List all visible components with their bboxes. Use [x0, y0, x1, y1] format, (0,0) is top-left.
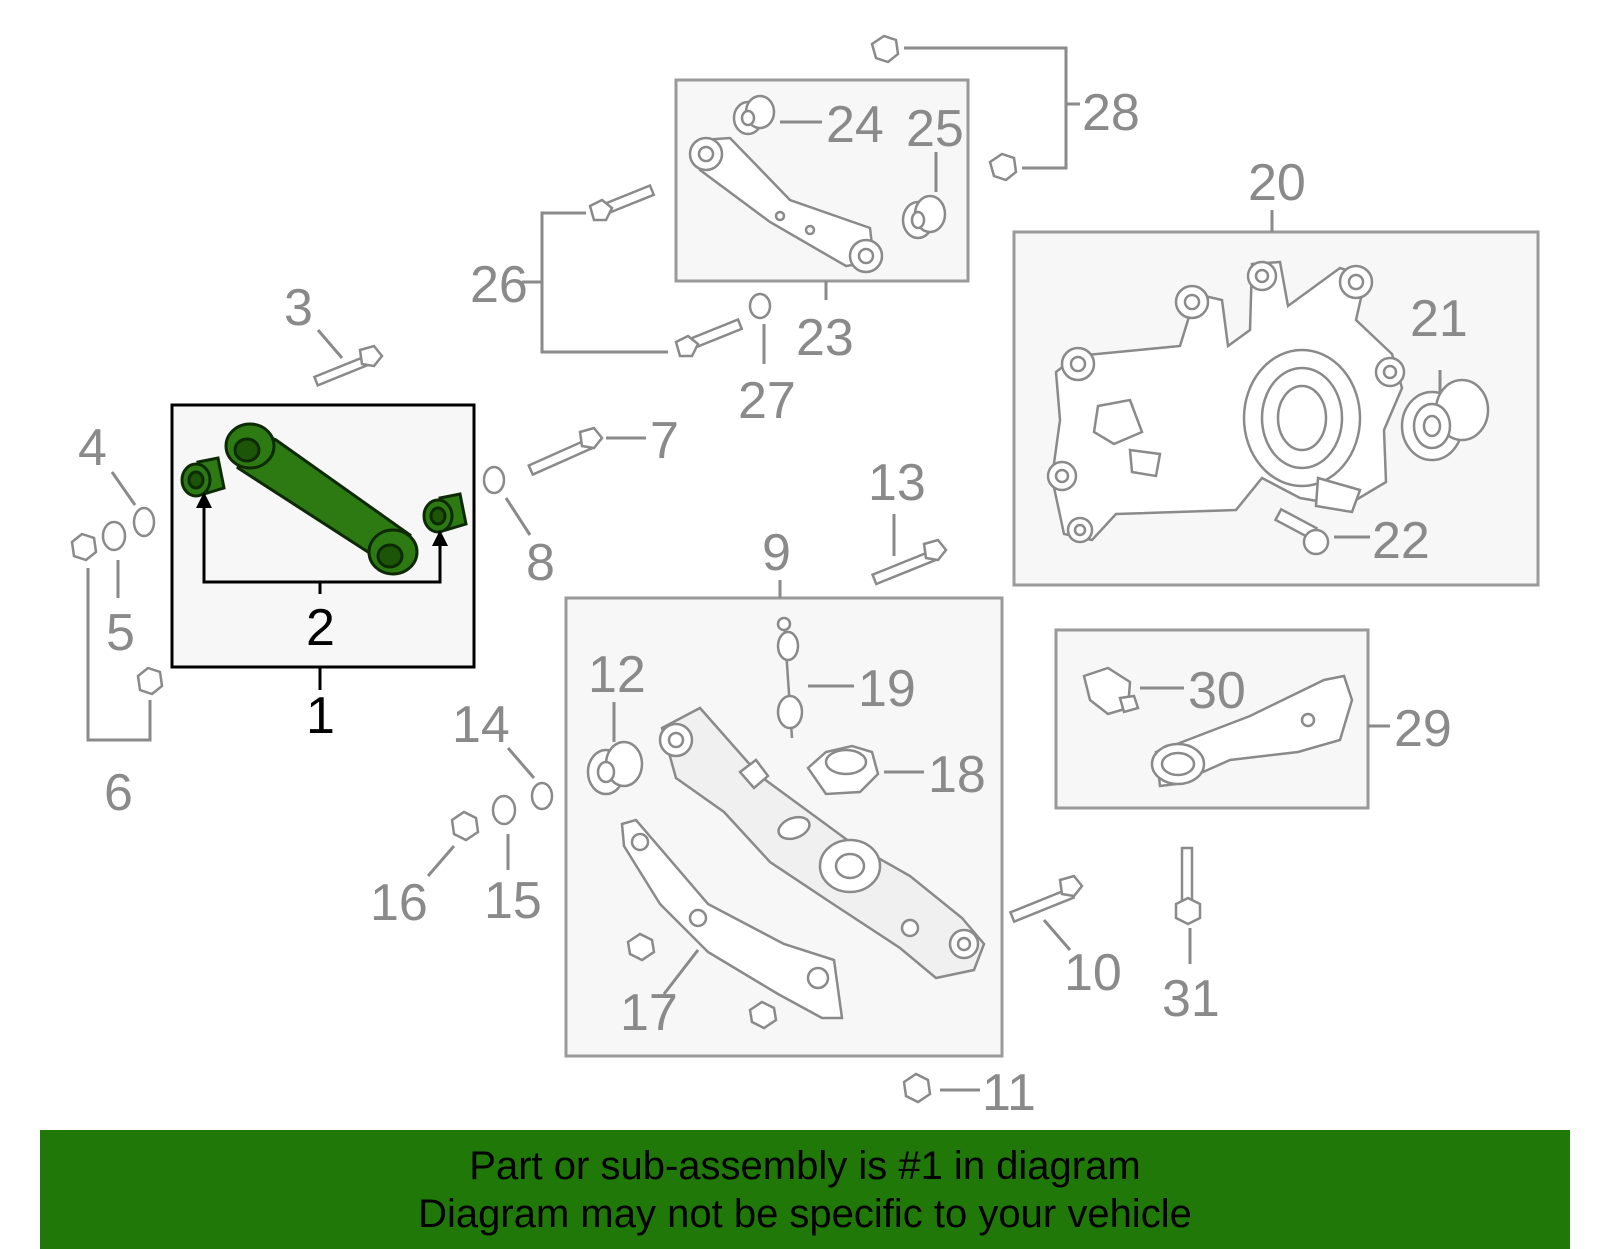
trailing-arm[interactable] — [1150, 674, 1354, 788]
callout-18: 18 — [928, 746, 986, 804]
bolt-3[interactable] — [312, 344, 384, 387]
arrowhead-2-right — [432, 530, 448, 546]
callout-5: 5 — [106, 604, 135, 662]
callout-15: 15 — [484, 872, 542, 930]
nut-28b[interactable] — [988, 152, 1018, 182]
nut-28a[interactable] — [870, 34, 900, 64]
brace-17[interactable] — [620, 818, 844, 1020]
callout-8: 8 — [526, 534, 555, 592]
nut-11[interactable] — [902, 1072, 932, 1104]
bolt-17a[interactable] — [626, 932, 656, 962]
lateral-link-arm[interactable] — [224, 422, 419, 576]
washer-27[interactable] — [748, 292, 772, 320]
callout-7: 7 — [650, 412, 679, 470]
callout-30: 30 — [1188, 662, 1246, 720]
callout-19: 19 — [858, 660, 916, 718]
leader-2-bracket — [202, 500, 442, 584]
nut-16[interactable] — [450, 810, 480, 842]
washer-8[interactable] — [482, 465, 506, 495]
leader-10 — [1042, 919, 1072, 951]
bushing-12[interactable] — [586, 740, 644, 796]
washer-15[interactable] — [491, 794, 517, 826]
callout-29: 29 — [1394, 700, 1452, 758]
callout-12: 12 — [588, 646, 646, 704]
callout-4: 4 — [78, 419, 107, 477]
callout-11: 11 — [982, 1064, 1036, 1122]
leader-28 — [904, 46, 1068, 170]
bolt-13[interactable] — [870, 538, 948, 586]
spring-seat-18[interactable] — [806, 744, 880, 796]
bushing-30[interactable] — [1082, 666, 1140, 716]
callout-9: 9 — [762, 524, 791, 582]
bolt-26b[interactable] — [674, 317, 744, 358]
hub-bearing-21[interactable] — [1400, 378, 1490, 462]
callout-26: 26 — [470, 256, 528, 314]
washer-14[interactable] — [530, 781, 554, 811]
leader-17 — [662, 949, 700, 995]
callout-13: 13 — [868, 454, 926, 512]
bushing-24[interactable] — [732, 94, 776, 136]
callout-28: 28 — [1082, 84, 1140, 142]
callout-31: 31 — [1162, 970, 1220, 1028]
callout-16: 16 — [370, 874, 428, 932]
footer-line-1: Part or sub-assembly is #1 in diagram — [469, 1144, 1141, 1188]
assembly-1-box[interactable] — [170, 403, 476, 669]
callout-10: 10 — [1064, 944, 1122, 1002]
bolt-22[interactable] — [1273, 507, 1330, 556]
callout-24: 24 — [826, 96, 884, 154]
bolt-7[interactable] — [527, 426, 604, 477]
leader-26 — [540, 211, 668, 354]
callout-14: 14 — [452, 696, 510, 754]
assembly-1-group[interactable] — [170, 403, 476, 690]
callout-1: 1 — [306, 687, 335, 745]
callout-23: 23 — [796, 309, 854, 367]
callout-25: 25 — [906, 100, 964, 158]
leader-3 — [316, 329, 344, 359]
nut-6a[interactable] — [70, 532, 98, 562]
stabilizer-link-19[interactable] — [776, 616, 804, 739]
arrowhead-2-left — [196, 492, 212, 508]
nut-6b[interactable] — [136, 666, 164, 696]
footer-line-2: Diagram may not be specific to your vehi… — [418, 1192, 1192, 1236]
callout-2: 2 — [306, 599, 335, 657]
footer-banner: Part or sub-assembly is #1 in diagram Di… — [40, 1130, 1570, 1249]
lower-control-arm[interactable] — [658, 706, 986, 980]
callout-17: 17 — [620, 984, 678, 1042]
washer-4[interactable] — [132, 506, 156, 538]
bushing-left[interactable] — [180, 456, 226, 498]
bushing-25[interactable] — [901, 194, 947, 240]
callout-3: 3 — [284, 279, 313, 337]
bushing-right[interactable] — [422, 492, 468, 534]
upper-control-arm[interactable] — [688, 136, 884, 274]
leader-14 — [506, 747, 536, 779]
leader-4 — [110, 471, 137, 506]
nut-17b[interactable] — [748, 1000, 778, 1030]
callout-20: 20 — [1248, 154, 1306, 212]
callout-27: 27 — [738, 372, 796, 430]
bolt-10[interactable] — [1008, 874, 1084, 924]
bolt-26a[interactable] — [588, 183, 656, 222]
washer-5[interactable] — [101, 520, 127, 552]
callout-22: 22 — [1372, 512, 1430, 570]
leader-16 — [426, 845, 456, 877]
rear-knuckle[interactable] — [1046, 260, 1406, 544]
bolt-31[interactable] — [1174, 846, 1202, 926]
leader-8 — [504, 497, 532, 536]
callout-6: 6 — [104, 764, 133, 822]
callout-21: 21 — [1410, 290, 1468, 348]
leader-6 — [86, 568, 152, 742]
parts-diagram: 2 1 3 4 5 6 7 8 24 25 23 — [70, 34, 1540, 1122]
